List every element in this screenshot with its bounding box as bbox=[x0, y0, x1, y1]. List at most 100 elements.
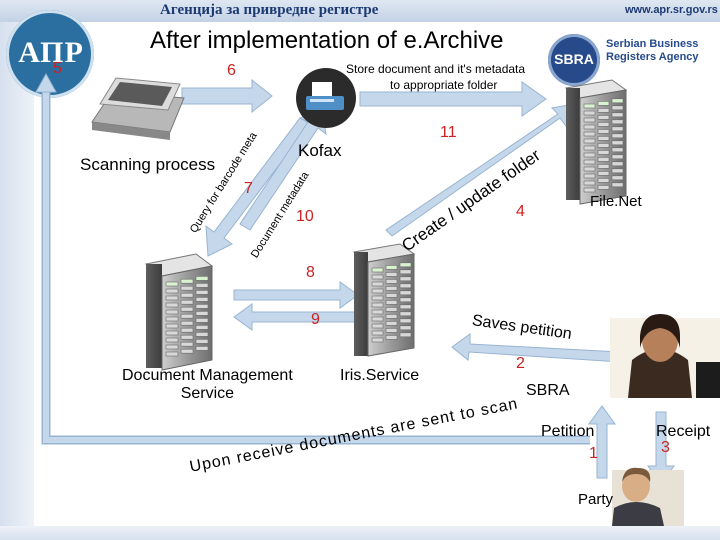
drive-bay bbox=[399, 290, 412, 296]
dms-label: Document Management Service bbox=[122, 367, 293, 403]
drive-bay bbox=[180, 327, 194, 333]
drive-bay bbox=[399, 262, 412, 268]
drive-bay bbox=[385, 272, 398, 277]
drive-bay bbox=[371, 316, 384, 322]
drive-bay bbox=[371, 295, 384, 301]
diagram-title: After implementation of e.Archive bbox=[150, 27, 504, 54]
drive-bay bbox=[597, 164, 610, 169]
drive-bay bbox=[583, 131, 596, 137]
party-label: Party bbox=[578, 491, 614, 508]
drive-bay bbox=[165, 351, 179, 357]
drive-bay bbox=[165, 281, 179, 287]
drive-bay bbox=[597, 185, 610, 190]
drive-bay bbox=[399, 325, 412, 331]
scan-loop-arrow bbox=[35, 72, 590, 445]
sbra-logo-name: Serbian Business Registers Agency bbox=[606, 38, 699, 64]
filenet-server-icon bbox=[564, 79, 628, 205]
drive-bay bbox=[399, 311, 412, 317]
store-label-line2: to appropriate folder bbox=[390, 78, 498, 92]
agency-url: www.apr.sr.gov.rs bbox=[625, 4, 718, 16]
sbra-logo-line2: Registers Agency bbox=[606, 51, 699, 63]
drive-bay bbox=[195, 318, 209, 323]
step-9-number: 9 bbox=[311, 311, 320, 328]
drive-bay bbox=[180, 348, 194, 354]
drive-bay bbox=[165, 295, 179, 301]
drive-bay bbox=[583, 103, 596, 109]
bottom-band bbox=[0, 526, 720, 540]
drive-bay bbox=[611, 147, 624, 153]
drive-bay bbox=[371, 288, 384, 294]
drive-bay bbox=[180, 278, 194, 284]
dms-label-line1: Document Management bbox=[122, 367, 293, 384]
iris-server-icon bbox=[352, 243, 416, 357]
store-label-line1: Store document and it's metadata bbox=[346, 62, 526, 76]
apr-logo-text: АПР bbox=[18, 36, 84, 69]
iris-label: Iris.Service bbox=[340, 367, 420, 384]
step-7-number: 7 bbox=[244, 180, 253, 197]
drive-bay bbox=[597, 122, 610, 127]
step-2-number: 2 bbox=[516, 355, 525, 372]
kofax-icon bbox=[296, 68, 356, 128]
drive-bay bbox=[371, 267, 384, 273]
drive-bay bbox=[180, 299, 194, 305]
drive-bay bbox=[180, 306, 194, 312]
sbra-logo bbox=[548, 34, 600, 86]
drive-bay bbox=[597, 150, 610, 155]
scanner-icon bbox=[91, 77, 185, 140]
drive-bay bbox=[611, 140, 624, 146]
drive-bay bbox=[385, 300, 398, 305]
drive-bay bbox=[611, 112, 624, 118]
drive-bay bbox=[399, 318, 412, 324]
drive-bay bbox=[165, 337, 179, 343]
drive-bay bbox=[195, 290, 209, 295]
petition-label: Petition bbox=[541, 423, 595, 440]
drive-bay bbox=[611, 133, 624, 139]
arrow-party-to-sbra bbox=[588, 405, 616, 479]
drive-bay bbox=[385, 321, 398, 326]
drive-bay bbox=[583, 117, 596, 123]
drive-bay bbox=[385, 293, 398, 298]
drive-bay bbox=[180, 334, 194, 340]
step-10-number: 10 bbox=[296, 208, 314, 225]
drive-bay bbox=[385, 335, 398, 340]
drive-bay bbox=[611, 182, 624, 188]
drive-bay bbox=[195, 297, 209, 302]
drive-bay bbox=[611, 175, 624, 181]
scanning-process-label: Scanning process bbox=[80, 155, 216, 174]
drive-bay bbox=[371, 281, 384, 287]
drive-bay bbox=[371, 323, 384, 329]
drive-bay bbox=[195, 325, 209, 330]
drive-bay bbox=[371, 302, 384, 308]
drive-bay bbox=[195, 332, 209, 337]
step-6-number: 6 bbox=[227, 62, 236, 79]
drive-bay bbox=[597, 143, 610, 148]
step-8-number: 8 bbox=[306, 264, 315, 281]
arrow-iris-to-filenet bbox=[385, 103, 575, 237]
drive-bay bbox=[165, 330, 179, 336]
drive-bay bbox=[165, 316, 179, 322]
arrow-sbra-to-iris bbox=[451, 333, 621, 363]
drive-bay bbox=[611, 98, 624, 104]
receipt-label: Receipt bbox=[656, 423, 711, 440]
dms-label-line2: Service bbox=[180, 385, 235, 402]
drive-bay bbox=[399, 283, 412, 289]
drive-bay bbox=[385, 265, 398, 270]
arrow-kofax-to-filenet bbox=[359, 81, 547, 117]
drive-bay bbox=[597, 171, 610, 176]
drive-bay bbox=[597, 157, 610, 162]
step-1-number: 1 bbox=[589, 445, 598, 462]
drive-bay bbox=[180, 313, 194, 319]
drive-bay bbox=[180, 341, 194, 347]
drive-bay bbox=[583, 145, 596, 151]
agency-title: Агенција за привредне регистре bbox=[160, 2, 379, 18]
drive-bay bbox=[399, 332, 412, 338]
drive-bay bbox=[399, 297, 412, 303]
drive-bay bbox=[597, 136, 610, 141]
drive-bay bbox=[165, 302, 179, 308]
drive-bay bbox=[385, 307, 398, 312]
drive-bay bbox=[399, 304, 412, 310]
drive-bay bbox=[583, 124, 596, 130]
drive-bay bbox=[597, 178, 610, 183]
drive-bay bbox=[399, 276, 412, 282]
